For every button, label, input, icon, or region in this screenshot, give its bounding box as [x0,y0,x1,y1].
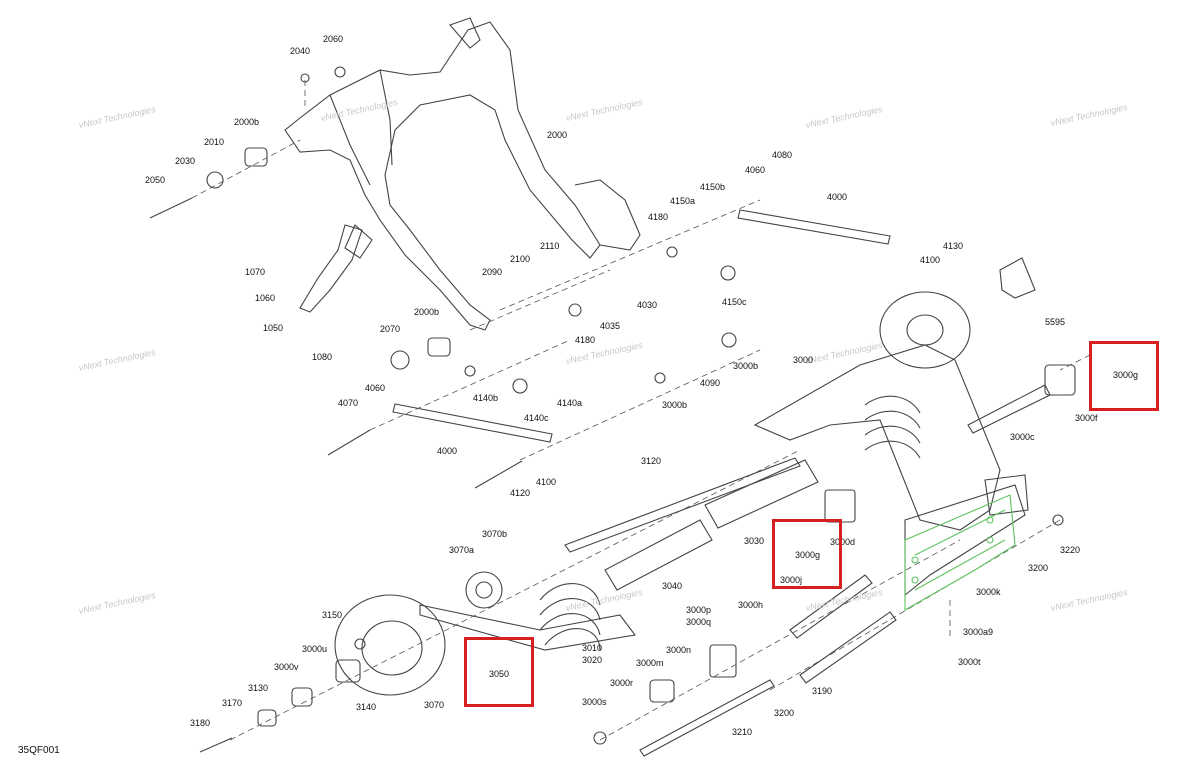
part-label: 3000u [302,644,328,654]
part-label: 4100 [536,477,557,487]
part-label: 5595 [1045,317,1066,327]
part-label: 4130 [943,241,964,251]
part-label: 3210 [732,727,753,737]
part-label: 3000m [636,658,664,668]
part-label: 4000 [437,446,458,456]
part-label: 4080 [772,150,793,160]
diagram-code: 35QF001 [18,745,60,756]
part-label: 3030 [744,536,765,546]
part-label: 3180 [190,718,211,728]
part-label: 4180 [575,335,596,345]
part-label: 4060 [745,165,766,175]
part-label: 3050 [489,669,510,679]
part-label: 3120 [641,456,662,466]
part-label: 3130 [248,683,269,693]
part-label: 3000n [666,645,692,655]
part-label: 2040 [290,46,311,56]
part-label: 4120 [510,488,531,498]
part-label: 2110 [540,241,560,251]
part-label: 3000b [662,400,688,410]
highlight-box-3000g-upper [1089,341,1159,411]
part-label: 3000s [582,697,607,707]
part-label: 3000v [274,662,299,672]
part-label: 4070 [338,398,359,408]
part-label: 2050 [145,175,166,185]
part-label: 3000q [686,617,712,627]
part-label: 3000r [610,678,634,688]
part-label: 4150c [722,297,747,307]
part-label: 3020 [582,655,603,665]
part-label: 1050 [263,323,284,333]
part-label: 4090 [700,378,721,388]
part-label: 3000c [1010,432,1035,442]
part-label: 3220 [1060,545,1081,555]
part-label: 3000p [686,605,712,615]
part-label: 3000j [780,575,803,585]
highlight-box-3050 [464,637,534,707]
part-label: 3000d [830,537,856,547]
part-label: 3000a9 [963,627,994,637]
part-label: 3000f [1075,413,1098,423]
part-label: 3190 [812,686,833,696]
part-label: 3000 [793,355,814,365]
part-label: 3000k [976,587,1001,597]
part-label: 4060 [365,383,386,393]
part-label: 4000 [827,192,848,202]
part-label: 4100 [920,255,941,265]
part-label: 2090 [482,267,503,277]
part-label: 2030 [175,156,196,166]
part-label: 4140b [473,393,499,403]
part-label: 4035 [600,321,621,331]
part-label: 4030 [637,300,658,310]
part-label: 4150a [670,196,696,206]
part-label: 1080 [312,352,333,362]
part-label: 3170 [222,698,243,708]
part-label: 4150b [700,182,726,192]
part-label: 3000t [958,657,981,667]
part-label: 2060 [323,34,344,44]
part-label: 2000b [414,307,440,317]
highlight-box-3000g-lower [772,519,842,589]
part-label: 4140c [524,413,549,423]
part-label: 4180 [648,212,669,222]
part-label: 2100 [510,254,531,264]
part-label: 3070b [482,529,508,539]
part-label: 3200 [1028,563,1049,573]
part-label: 3140 [356,702,377,712]
part-label: 3070a [449,545,475,555]
part-label: 1070 [245,267,266,277]
part-label: 3200 [774,708,795,718]
part-label: 3010 [582,643,603,653]
part-label: 3040 [662,581,683,591]
part-label: 3000g [1113,370,1139,380]
part-label: 4140a [557,398,583,408]
part-label: 3000h [738,600,764,610]
part-label: 2000b [234,117,260,127]
part-label: 3000g [795,550,821,560]
part-label: 2070 [380,324,401,334]
part-label: 2010 [204,137,225,147]
part-label: 3000b [733,361,759,371]
part-label: 1060 [255,293,276,303]
part-label: 2000 [547,130,568,140]
part-label: 3070 [424,700,445,710]
part-label: 3150 [322,610,343,620]
